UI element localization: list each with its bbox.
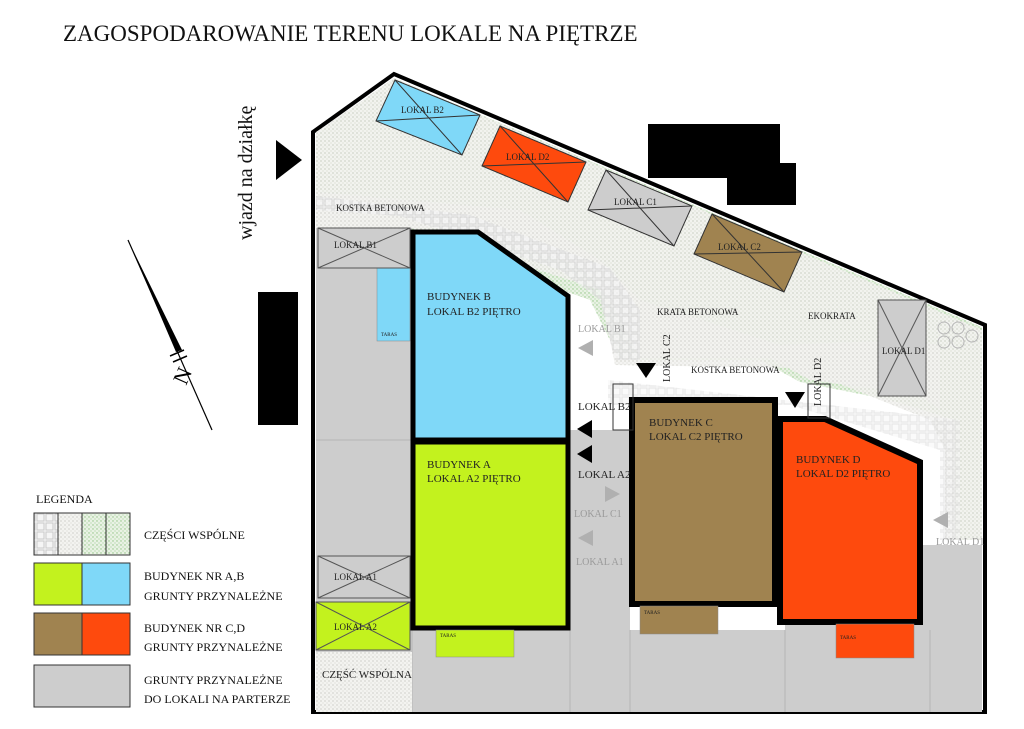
entrance-arrow-icon bbox=[276, 140, 302, 180]
parking-c2-label: LOKAL C2 bbox=[718, 242, 761, 252]
parking-c2: LOKAL C2 bbox=[693, 213, 803, 293]
legend-swatch-d bbox=[81, 612, 131, 656]
grid-paving-label: KRATA BETONOWA bbox=[657, 307, 739, 317]
marker-a2-triangle bbox=[577, 445, 592, 463]
parking-d2: LOKAL D2 bbox=[481, 125, 587, 203]
marker-c2-triangle bbox=[636, 363, 656, 378]
marker-d2-label: LOKAL D2 bbox=[813, 358, 824, 406]
paving-label-1: KOSTKA BETONOWA bbox=[336, 203, 425, 213]
eco-grid-label: EKOKRATA bbox=[808, 311, 856, 321]
building-a-name: BUDYNEK A bbox=[427, 459, 491, 471]
legend-swatch-ground bbox=[33, 664, 131, 708]
neighbour-building-left bbox=[258, 292, 298, 425]
parking-a2: LOKAL A2 bbox=[315, 601, 411, 651]
marker-c1-triangle bbox=[578, 530, 593, 546]
marker-d2-triangle bbox=[785, 392, 805, 408]
page-title: ZAGOSPODAROWANIE TERENU LOKALE NA PIĘTRZ… bbox=[63, 21, 638, 46]
parking-c1: LOKAL C1 bbox=[587, 169, 693, 247]
parking-b1-label: LOKAL B1 bbox=[334, 240, 377, 250]
building-c bbox=[629, 397, 778, 607]
terrace-a bbox=[435, 629, 515, 658]
parking-b1: LOKAL B1 bbox=[317, 227, 411, 269]
legend-swatch-a bbox=[33, 562, 83, 606]
north-arrow-icon: N bbox=[127, 239, 213, 431]
parking-a1-label: LOKAL A1 bbox=[334, 572, 377, 582]
building-b-name: BUDYNEK B bbox=[427, 291, 491, 303]
legend-swatch-common bbox=[33, 512, 131, 556]
terrace-d bbox=[835, 623, 915, 659]
legend-item-3-line1: BUDYNEK NR C,D bbox=[144, 621, 245, 635]
ground-grey-strip bbox=[570, 548, 630, 568]
north-label: N bbox=[168, 363, 197, 388]
marker-a2-label: LOKAL A2 bbox=[578, 469, 630, 481]
parking-a2-label: LOKAL A2 bbox=[334, 622, 377, 632]
marker-d1-triangle bbox=[933, 512, 948, 528]
marker-d1-label: LOKAL D1 bbox=[936, 537, 984, 548]
entrance-bay-d bbox=[807, 383, 831, 419]
legend-item-1-line1: CZĘŚCI WSPÓLNE bbox=[144, 528, 245, 542]
legend-title: LEGENDA bbox=[36, 492, 93, 506]
grid-paving-strip bbox=[316, 196, 640, 360]
building-c-floor: LOKAL C2 PIĘTRO bbox=[649, 431, 743, 443]
legend-swatch-c bbox=[33, 612, 83, 656]
terrace-d-label: TARAS bbox=[840, 636, 856, 641]
terrace-b-label: TARAS bbox=[381, 333, 397, 338]
paving-label-2: KOSTKA BETONOWA bbox=[691, 365, 780, 375]
parking-b2-label: LOKAL B2 bbox=[401, 105, 444, 115]
marker-b2-triangle bbox=[577, 420, 592, 438]
marker-c1-label: LOKAL C1 bbox=[574, 509, 622, 520]
parking-d1: LOKAL D1 bbox=[877, 299, 927, 397]
building-b bbox=[410, 229, 571, 443]
parking-d2-label: LOKAL D2 bbox=[506, 152, 549, 162]
legend-item-4-line1: GRUNTY PRZYNALEŻNE bbox=[144, 673, 283, 687]
common-part-label: CZĘŚĆ WSPÓLNA bbox=[322, 669, 412, 681]
building-d-floor: LOKAL D2 PIĘTRO bbox=[796, 468, 890, 480]
marker-b1-label: LOKAL B1 bbox=[578, 324, 626, 335]
legend-item-4-line2: DO LOKALI NA PARTERZE bbox=[144, 692, 291, 706]
terrace-c-label: TARAS bbox=[644, 611, 660, 616]
marker-b2-label: LOKAL B2 bbox=[578, 401, 630, 413]
terrace-c bbox=[639, 605, 719, 635]
legend-item-3-line2: GRUNTY PRZYNALEŻNE bbox=[144, 640, 283, 654]
marker-a1-label: LOKAL A1 bbox=[576, 557, 624, 568]
marker-c2-label: LOKAL C2 bbox=[662, 334, 673, 382]
building-b-floor: LOKAL B2 PIĘTRO bbox=[427, 306, 521, 318]
legend: LEGENDA CZĘŚCI WSPÓLNE BUDYNEK NR A,B GR… bbox=[33, 492, 291, 708]
parking-d1-label: LOKAL D1 bbox=[882, 346, 925, 356]
common-area-bottom bbox=[316, 652, 412, 712]
parking-c1-label: LOKAL C1 bbox=[614, 197, 657, 207]
marker-b1-triangle bbox=[578, 340, 593, 356]
parking-a1: LOKAL A1 bbox=[317, 555, 411, 599]
terrace-a-label: TARAS bbox=[440, 634, 456, 639]
parking-b2: LOKAL B2 bbox=[375, 79, 481, 156]
legend-swatch-b bbox=[81, 562, 131, 606]
building-d bbox=[777, 416, 923, 625]
terrace-b bbox=[376, 254, 411, 342]
marker-grey-triangle-1 bbox=[605, 486, 620, 502]
building-a-floor: LOKAL A2 PIĘTRO bbox=[427, 473, 521, 485]
entrance-bay-c bbox=[612, 383, 634, 431]
building-a bbox=[410, 439, 571, 631]
neighbour-building-top bbox=[648, 124, 796, 205]
legend-item-2-line2: GRUNTY PRZYNALEŻNE bbox=[144, 589, 283, 603]
legend-item-2-line1: BUDYNEK NR A,B bbox=[144, 569, 244, 583]
grid-paving-strip-2 bbox=[608, 380, 960, 540]
entrance-label: wjazd na działkę bbox=[235, 106, 257, 240]
building-c-name: BUDYNEK C bbox=[649, 417, 713, 429]
building-d-name: BUDYNEK D bbox=[796, 454, 861, 466]
eco-grid-blocks bbox=[937, 321, 979, 349]
